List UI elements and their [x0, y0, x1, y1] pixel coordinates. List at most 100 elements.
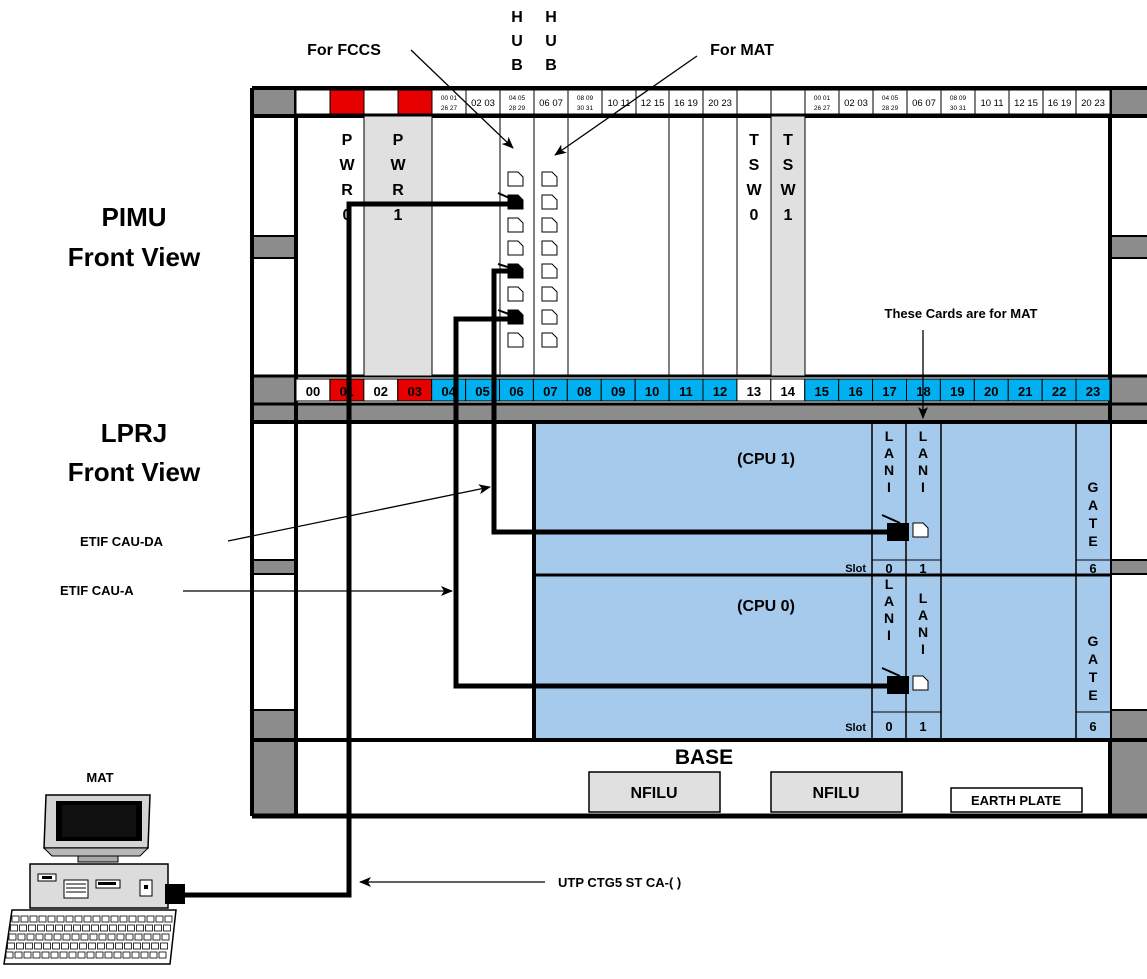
rj45-port-icon [541, 240, 558, 256]
top-strip-cell [499, 89, 535, 115]
top-strip-label: 30 31 [950, 105, 967, 112]
slot-number-strip: 0001020304050607080910111213141516171819… [295, 378, 1111, 402]
rj45-port-icon [541, 171, 558, 187]
lani-letter: N [918, 624, 928, 640]
slot-number-03: 03 [407, 384, 421, 399]
slot-number-00: 00 [306, 384, 320, 399]
earth-plate-label: EARTH PLATE [971, 793, 1061, 808]
top-strip-label: 08 09 [577, 95, 594, 102]
vertical-letter: W [339, 157, 355, 174]
top-strip-label: 00 01 [814, 95, 831, 102]
mat-computer-icon [3, 794, 185, 965]
slot-6-cpu1: 6 [1089, 561, 1096, 576]
lani-letter: I [921, 479, 925, 495]
gate-letter: A [1088, 651, 1098, 667]
top-strip-cell [533, 89, 569, 115]
top-strip-cell [1008, 89, 1044, 115]
slot-number-07: 07 [543, 384, 557, 399]
slot-number-10: 10 [645, 384, 659, 399]
vertical-letter: R [341, 182, 353, 199]
top-strip-label: 06 07 [539, 98, 563, 109]
rj45-port-icon [507, 217, 524, 233]
pimu-title-line1: PIMU [102, 202, 167, 232]
cpu1-label: (CPU 1) [737, 451, 795, 468]
hub-ports [497, 171, 558, 348]
slot-6-cpu0: 6 [1089, 719, 1096, 734]
lani-letter: I [921, 641, 925, 657]
pwr1-label: PWR 1 [390, 132, 406, 224]
top-strip-label: 04 05 [882, 95, 899, 102]
vertical-letter: W [746, 182, 762, 199]
slot-number-12: 12 [713, 384, 727, 399]
lani-letter: N [918, 462, 928, 478]
slot-number-14: 14 [781, 384, 796, 399]
slot-number-21: 21 [1018, 384, 1032, 399]
rj45-port-icon [541, 263, 558, 279]
slot-number-04: 04 [441, 384, 456, 399]
vertical-letter: P [393, 132, 404, 149]
vertical-letter: S [783, 157, 794, 174]
lani-letter: A [918, 445, 928, 461]
top-strip-label: 20 23 [708, 98, 732, 109]
top-strip-cell [974, 89, 1010, 115]
nfilu-left-label: NFILU [630, 785, 677, 802]
slot-number-15: 15 [814, 384, 828, 399]
lani-letter: L [885, 576, 894, 592]
base-label: BASE [675, 746, 733, 769]
cables [176, 201, 889, 898]
slot-number-09: 09 [611, 384, 625, 399]
lani-plug-cpu0 [887, 676, 909, 694]
gate-letter: E [1088, 687, 1097, 703]
slot-number-19: 19 [950, 384, 964, 399]
mat-label: MAT [86, 770, 113, 785]
lani-letter: L [919, 590, 928, 606]
top-strip-label: 10 11 [980, 98, 1003, 109]
top-strip-label: 16 19 [674, 98, 698, 109]
slot-number-06: 06 [509, 384, 523, 399]
slot-0-cpu0: 0 [885, 719, 892, 734]
pimu-title-line2: Front View [68, 242, 201, 272]
top-strip-cell [295, 89, 331, 115]
cpu-blue-panel [534, 424, 1110, 740]
lprj-title-line2: Front View [68, 457, 201, 487]
gate-letter: A [1088, 497, 1098, 513]
vertical-letter: T [749, 132, 759, 149]
hub-letter: U [511, 33, 523, 50]
gate-letter: G [1088, 479, 1099, 495]
etif-cau-da-label: ETIF CAU-DA [80, 534, 164, 549]
slot-label-cpu0: Slot [845, 722, 866, 734]
top-strip-label: 00 01 [441, 95, 458, 102]
lani-ports [881, 514, 929, 694]
rj45-port-icon [541, 217, 558, 233]
top-strip-label: 28 29 [882, 105, 899, 112]
vertical-letter: 1 [784, 207, 793, 224]
top-strip-label: 08 09 [950, 95, 967, 102]
vertical-letter: W [390, 157, 406, 174]
rj45-port-icon [541, 194, 558, 210]
vertical-letter: R [392, 182, 404, 199]
lani-letter: N [884, 610, 894, 626]
vertical-letter: 1 [394, 207, 403, 224]
for-mat-label: For MAT [710, 42, 774, 59]
lani-letter: A [884, 445, 894, 461]
top-strip-label: 10 11 [607, 98, 630, 109]
cable-cau-da [491, 268, 889, 535]
for-mat-arrow [554, 55, 698, 156]
nfilu-right-box [770, 771, 903, 813]
top-strip-cell [363, 89, 399, 115]
lani-letter: A [884, 593, 894, 609]
utp-cable-to-mat [176, 201, 514, 898]
top-strip-label: 30 31 [577, 105, 594, 112]
nfilu-left-box [588, 771, 721, 813]
etif-cau-da-arrow [227, 484, 491, 542]
top-strip-cell [567, 89, 603, 115]
top-strip-label: 16 19 [1048, 98, 1072, 109]
slot-number-23: 23 [1086, 384, 1100, 399]
these-cards-label: These Cards are for MAT [885, 306, 1038, 321]
